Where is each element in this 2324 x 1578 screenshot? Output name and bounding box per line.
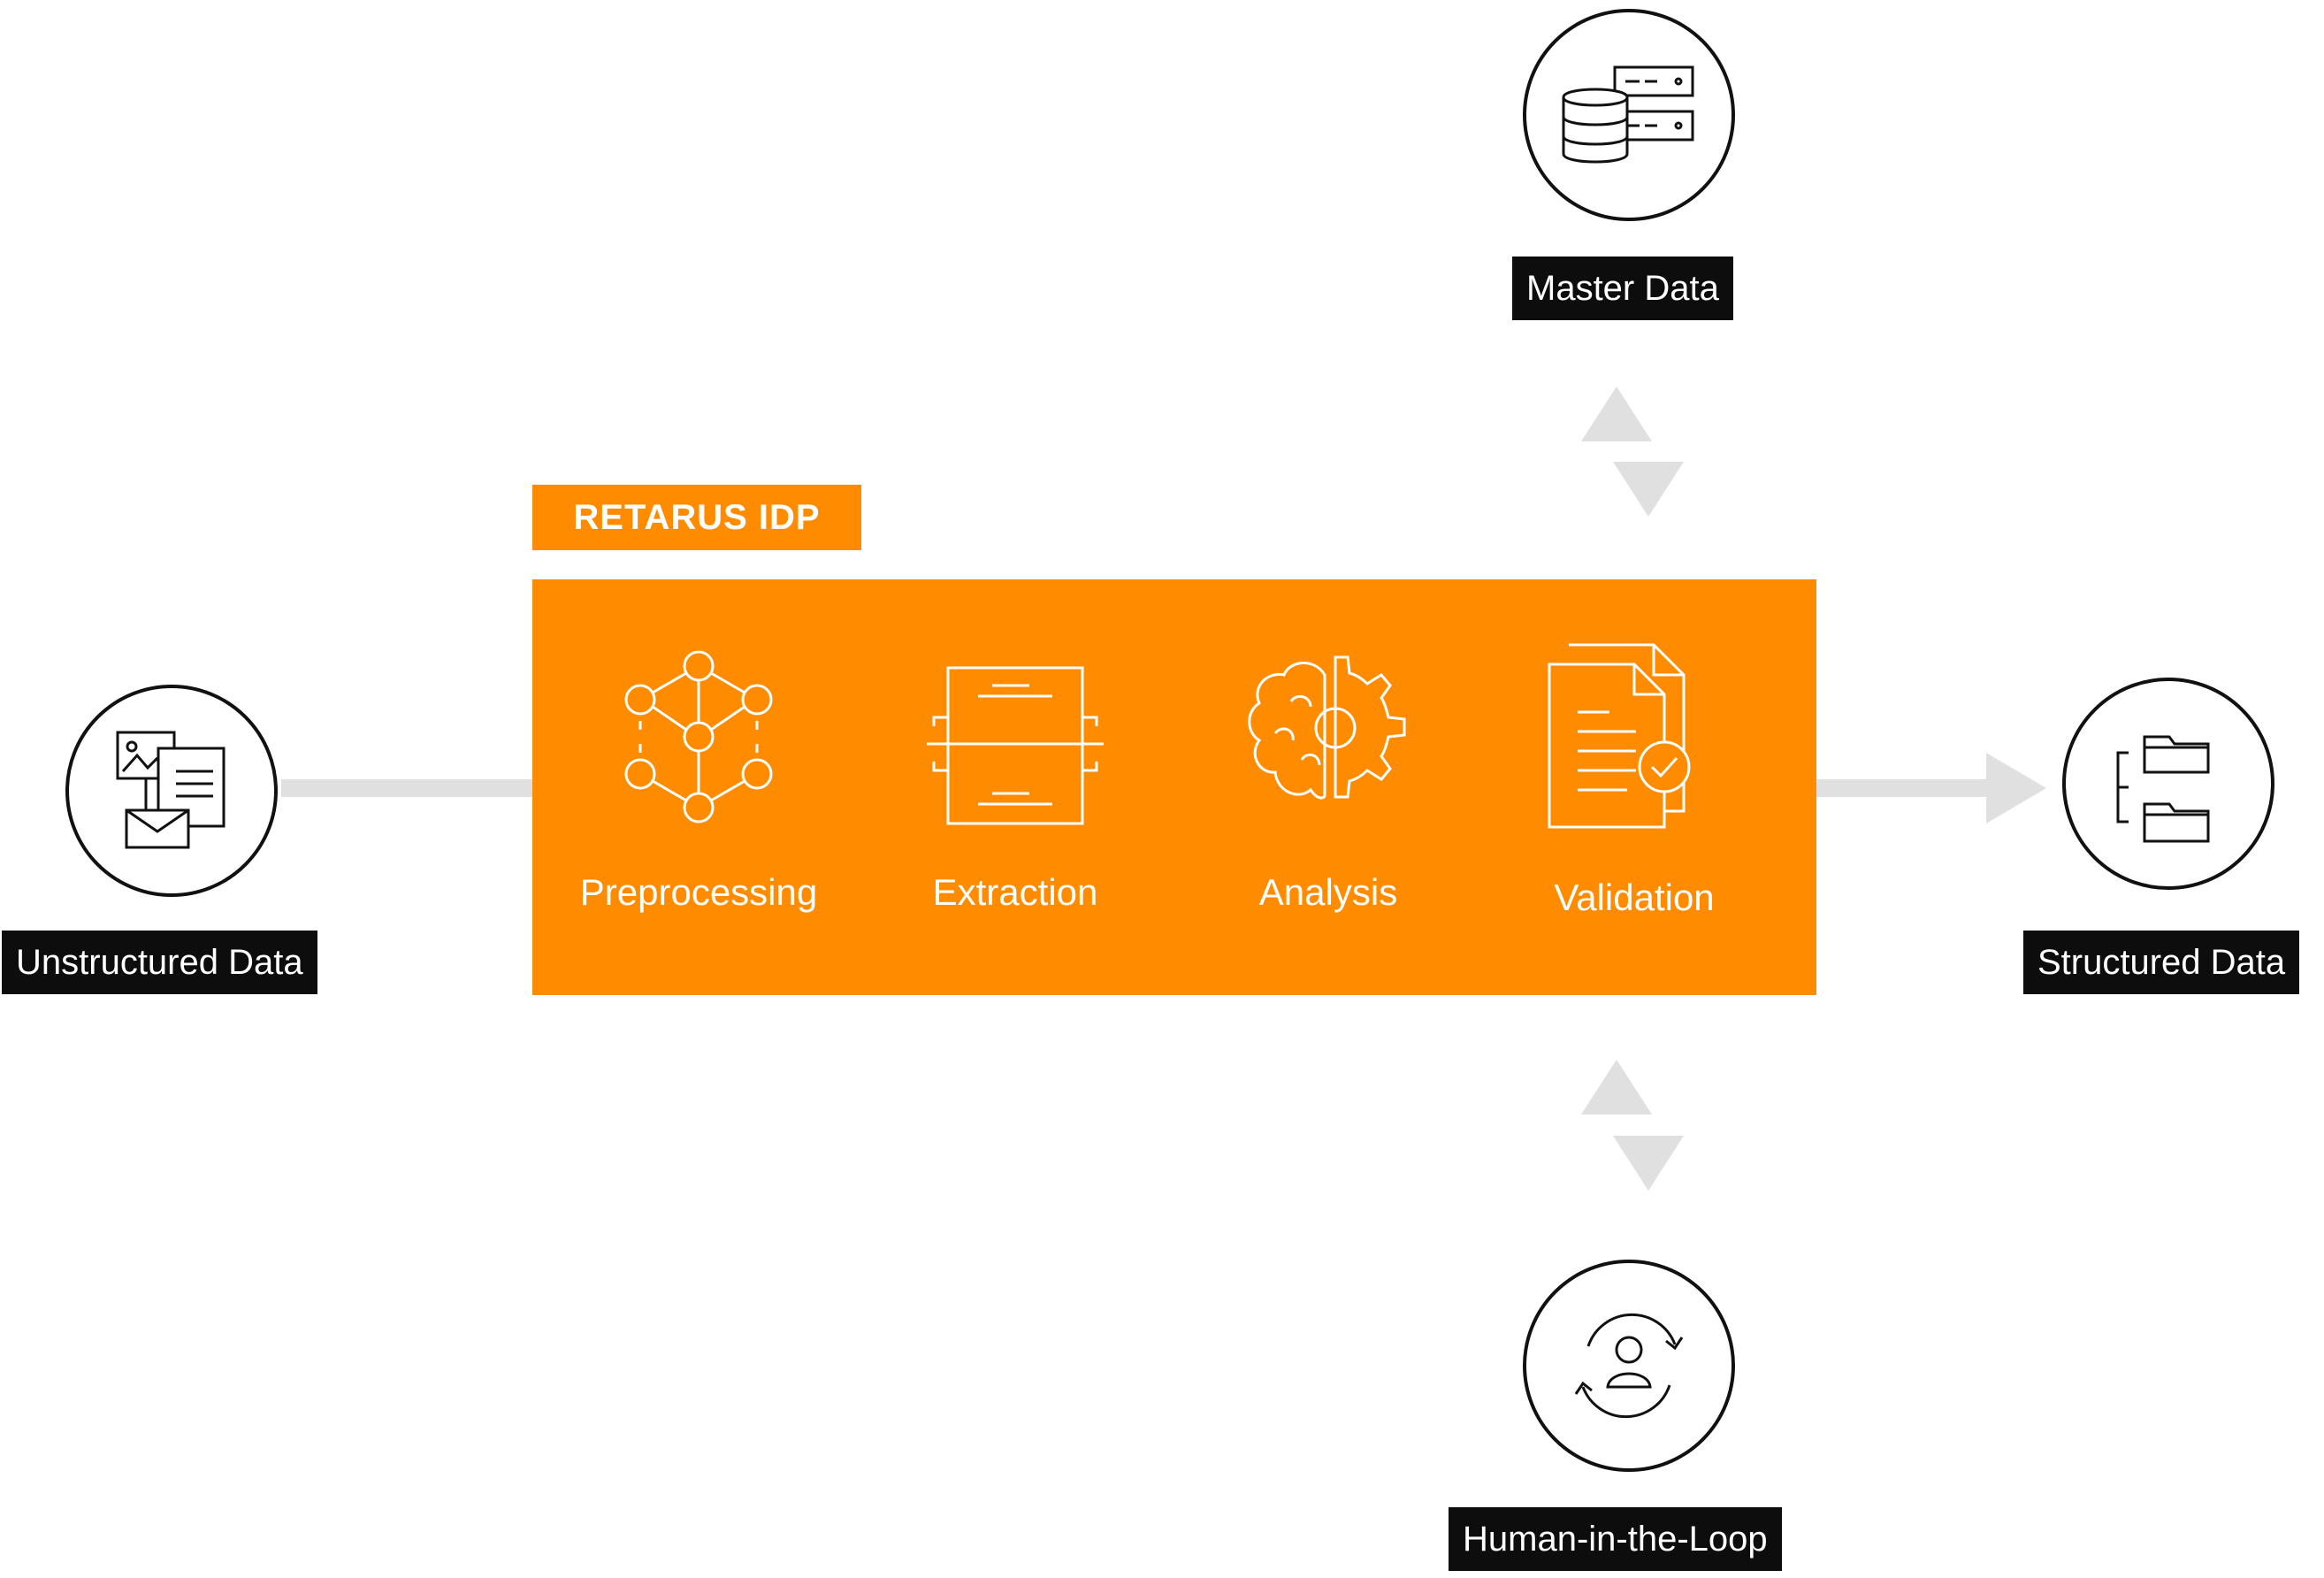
- user-cycle-icon: [1574, 1313, 1684, 1419]
- arrow-down-icon: [1613, 1136, 1684, 1191]
- human-in-the-loop-node: [1523, 1260, 1735, 1472]
- network-nodes-icon: [619, 648, 778, 825]
- arrow-down-icon: [1613, 462, 1684, 517]
- idp-pipeline-box: Preprocessing Extraction Analysis: [532, 579, 1816, 995]
- human-in-the-loop-label: Human-in-the-Loop: [1449, 1507, 1782, 1571]
- database-server-icon: [1562, 65, 1694, 164]
- master-data-node: [1523, 9, 1735, 221]
- document-check-icon: [1548, 643, 1707, 829]
- step-extraction-label: Extraction: [932, 871, 1098, 913]
- structured-data-label: Structured Data: [2023, 931, 2300, 994]
- brain-gear-icon: [1240, 648, 1417, 825]
- arrow-up-icon: [1581, 387, 1652, 441]
- structured-data-node: [2062, 678, 2274, 890]
- step-analysis-label: Analysis: [1258, 871, 1398, 913]
- arrow-right-icon: [1986, 753, 2046, 823]
- arrow-up-icon: [1581, 1060, 1652, 1115]
- connector-left: [281, 779, 534, 797]
- master-data-label: Master Data: [1512, 257, 1733, 320]
- unstructured-data-label: Unstructured Data: [2, 931, 317, 994]
- folders-icon: [2116, 735, 2210, 843]
- step-preprocessing-label: Preprocessing: [579, 871, 818, 913]
- documents-icon: [116, 731, 226, 849]
- unstructured-data-node: [65, 685, 278, 897]
- step-validation-label: Validation: [1554, 877, 1715, 918]
- connector-right: [1816, 779, 1993, 797]
- idp-title: RETARUS IDP: [532, 485, 861, 550]
- document-scan-icon: [927, 666, 1104, 825]
